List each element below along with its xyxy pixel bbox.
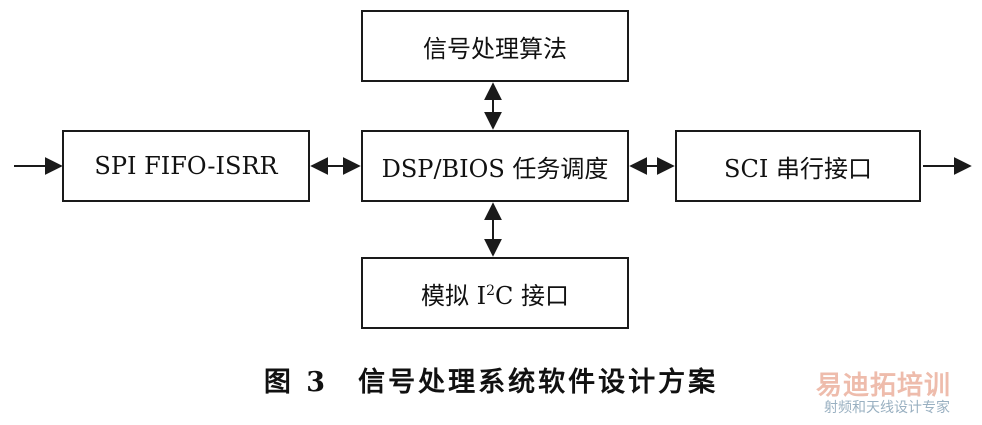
spi-fifo-label: SPI FIFO-ISRR <box>94 152 278 180</box>
signal-algorithm-box: 信号处理算法 <box>361 10 629 82</box>
spi-fifo-box: SPI FIFO-ISRR <box>62 130 310 202</box>
watermark-sub-text: 射频和天线设计专家 <box>824 400 950 416</box>
watermark-main-text: 易迪拓培训 <box>816 371 952 401</box>
i2c-interface-box: 模拟 I2C 接口 <box>361 257 629 329</box>
sci-serial-box: SCI 串行接口 <box>675 130 921 202</box>
figure-caption: 图 3 信号处理系统软件设计方案 <box>263 367 719 398</box>
dsp-bios-label: DSP/BIOS 任务调度 <box>381 154 609 183</box>
sci-serial-label: SCI 串行接口 <box>724 154 872 183</box>
i2c-label: 模拟 I2C 接口 <box>421 276 569 311</box>
dsp-bios-box: DSP/BIOS 任务调度 <box>361 130 629 202</box>
signal-algorithm-label: 信号处理算法 <box>423 34 567 63</box>
watermark-logo: 易迪拓培训 射频和天线设计专家 <box>816 365 976 421</box>
i2c-label-prefix: 模拟 I <box>420 281 487 310</box>
i2c-label-suffix: C 接口 <box>495 281 570 310</box>
i2c-label-superscript: 2 <box>486 282 496 299</box>
